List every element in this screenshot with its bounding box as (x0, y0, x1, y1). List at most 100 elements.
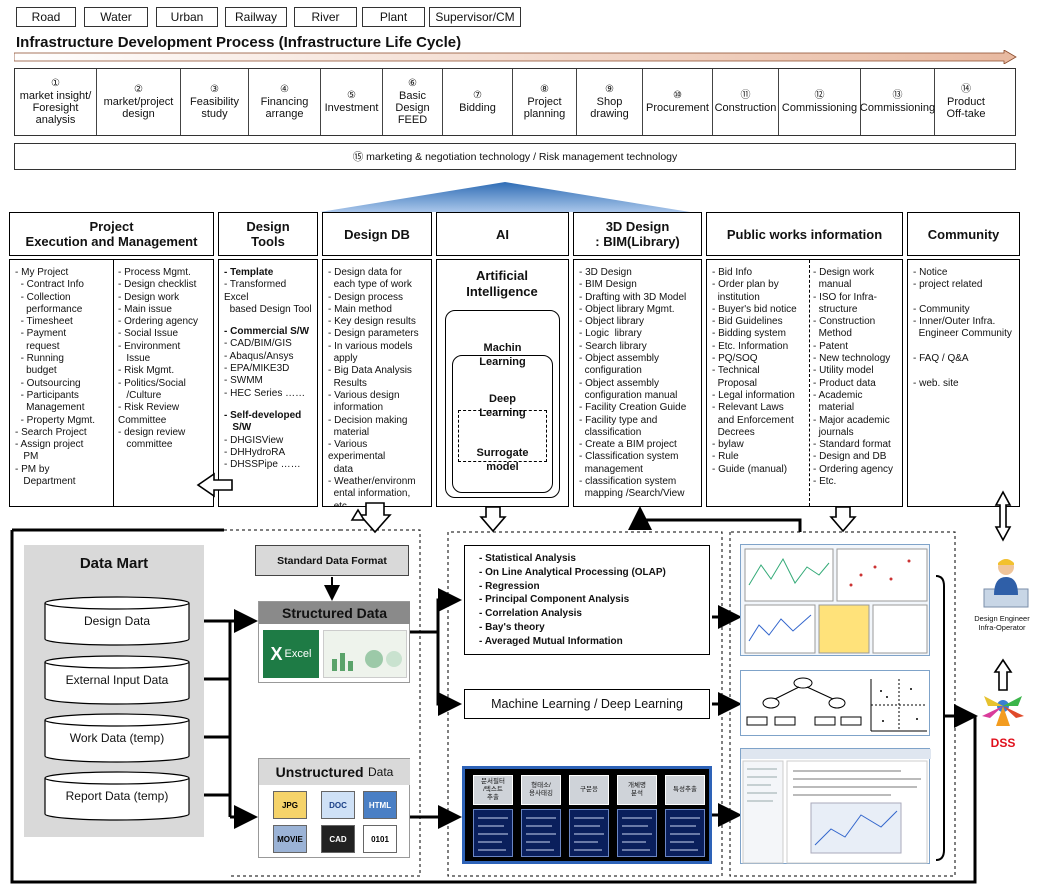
file-type-icon: MOVIE (273, 825, 307, 853)
header-bim: 3D Design : BIM(Library) (573, 212, 702, 256)
data-mart-cylinder: Work Data (temp) (44, 713, 190, 763)
design-tools-panel: - Template - Transformed Excel based Des… (218, 259, 318, 507)
engineer-icon (983, 559, 1029, 608)
statistics-screenshot (740, 544, 930, 656)
step-number: ⑭ (961, 84, 971, 95)
tab-river[interactable]: River (294, 7, 357, 27)
analysis-method-label: Statistical Analysis (485, 553, 576, 564)
step-label: Commissioning (859, 102, 936, 114)
dss-label: DSS (990, 736, 1016, 750)
data-mart-cylinder: Design Data (44, 596, 190, 646)
analysis-method-label: Correlation Analysis (485, 608, 582, 620)
step-label: market insight/ Foresight analysis (19, 90, 92, 126)
structured-data-title: Structured Data (259, 602, 410, 624)
analysis-method: - Regression (479, 580, 540, 592)
ai-panel: Artificial Intelligence Machin Learning … (436, 259, 569, 507)
header-design-tools: Design Tools (218, 212, 318, 256)
decision-tree-screenshot (740, 670, 930, 736)
tab-water[interactable]: Water (84, 7, 148, 27)
analysis-method: - Averaged Mutual Information (479, 635, 623, 647)
analysis-method: - On Line Analytical Processing (OLAP) (479, 566, 666, 578)
analysis-method-label: On Line Analytical Processing (OLAP) (485, 566, 666, 578)
pem-divider (113, 260, 114, 506)
tab-road[interactable]: Road (16, 7, 76, 27)
analysis-method: - Correlation Analysis (479, 608, 582, 620)
pipeline-stage: 구문응 (569, 775, 609, 805)
header-design-db: Design DB (322, 212, 432, 256)
step-number: ④ (280, 84, 289, 95)
step-number: ⑧ (540, 84, 549, 95)
step-number: ① (51, 78, 60, 89)
unstructured-data-title: Unstructured Data (259, 759, 410, 785)
page-title: Infrastructure Development Process (Infr… (16, 34, 462, 51)
document-screenshot (740, 748, 931, 864)
data-mart-cylinder: External Input Data (44, 655, 190, 705)
analysis-method: - Bay's theory (479, 621, 545, 633)
step-number: ② (134, 84, 143, 95)
tools-commercial-heading: - Commercial S/W (224, 326, 310, 338)
tab-plant[interactable]: Plant (362, 7, 425, 27)
step-label: Investment (324, 102, 379, 114)
data-mart-cylinder: Report Data (temp) (44, 771, 190, 821)
ml-label: Machin Learning (479, 341, 526, 368)
step-label: Bidding (459, 102, 496, 114)
analysis-method-label: Bay's theory (485, 621, 545, 633)
file-type-icon: JPG (273, 791, 307, 819)
pipeline-stage-detail (473, 809, 513, 857)
header-ai: AI (436, 212, 569, 256)
project-execution-panel: - My Project - Contract Info - Collectio… (9, 259, 214, 507)
design-db-list: - Design data for each type of work - De… (328, 267, 419, 507)
step-label: market/project design (103, 96, 174, 120)
file-type-icon: CAD (321, 825, 355, 853)
unstructured-title-a: Unstructured (275, 764, 364, 780)
header-project-execution: Project Execution and Management (9, 212, 214, 256)
step-label: Financing arrange (260, 96, 309, 120)
tab-railway[interactable]: Railway (225, 7, 287, 27)
step-label: Commissioning (781, 102, 858, 114)
marketing-bar: ⑮ marketing & negotiation technology / R… (14, 143, 1016, 170)
excel-chart-thumbnail (323, 630, 407, 678)
tab-urban[interactable]: Urban (156, 7, 218, 27)
tools-template-list: - Transformed Excel based Design Tool (224, 279, 312, 315)
step-label: Shop drawing (590, 96, 629, 120)
step-label: Feasibility study (190, 96, 239, 120)
pwi-right-list: - Design work manual - ISO for Infra- st… (813, 267, 894, 488)
pem-left-list: - My Project - Contract Info - Collectio… (15, 267, 96, 488)
data-mart-item-label: Design Data (83, 614, 151, 628)
public-works-panel: - Bid Info - Order plan by institution -… (706, 259, 903, 507)
analysis-method: - Statistical Analysis (479, 553, 576, 564)
unstructured-title-b: Data (368, 765, 394, 779)
pwi-left-list: - Bid Info - Order plan by institution -… (712, 267, 797, 475)
pipeline-stage-detail (521, 809, 561, 857)
ml-box: Machin Learning (445, 310, 560, 498)
surrogate-box: Surrogate model (458, 410, 547, 473)
tools-commercial-list: - CAD/BIM/GIS - Abaqus/Ansys - EPA/MIKE3… (224, 338, 306, 399)
pipeline-stage: 특성추출 (665, 775, 705, 805)
header-public-works: Public works information (706, 212, 903, 256)
community-list: - Notice - project related - Community -… (913, 267, 1012, 389)
bim-panel: - 3D Design - BIM Design - Drafting with… (573, 259, 702, 507)
data-mart-title: Data Mart (79, 555, 149, 572)
pipeline-stage-detail (617, 809, 657, 857)
file-type-icon: 0101 (363, 825, 397, 853)
data-mart-item-label: Report Data (temp) (65, 789, 169, 803)
tab-supervisor-cm[interactable]: Supervisor/CM (429, 7, 521, 27)
ml-dl-box: Machine Learning / Deep Learning (464, 689, 710, 719)
pipeline-stage: 형태소/ 용사태깅 (521, 775, 561, 805)
standard-data-format: Standard Data Format (255, 545, 409, 576)
pwi-divider (809, 260, 810, 506)
pipeline-stage-detail (569, 809, 609, 857)
